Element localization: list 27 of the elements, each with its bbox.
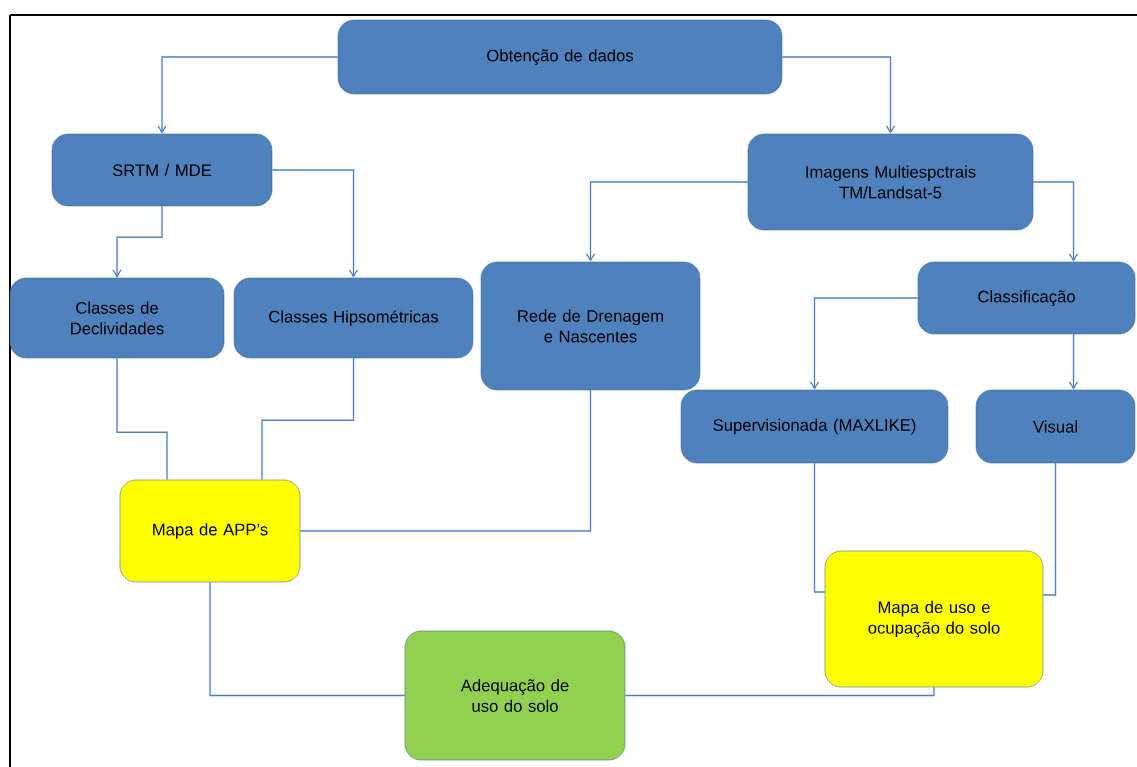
map-box: Mapa de APP’s — [119, 479, 301, 583]
connector — [1042, 462, 1057, 596]
connector — [1068, 333, 1079, 390]
connector — [261, 357, 355, 481]
connector — [585, 181, 749, 262]
connector — [624, 686, 935, 697]
connector — [299, 389, 592, 532]
process-box: Imagens Multiespctrais TM/Landsat-5 — [747, 133, 1034, 231]
process-box: Visual — [975, 389, 1136, 464]
process-box: Obtenção de dados — [337, 19, 783, 95]
process-box: Rede de Drenagem e Nascentes — [480, 261, 701, 391]
process-box: Classes Hipsométricas — [233, 277, 474, 359]
result-box: Adequação de uso do solo — [404, 630, 626, 761]
connector — [813, 462, 826, 593]
connector — [1032, 181, 1079, 262]
connector — [271, 169, 359, 278]
process-box: Supervisionada (MAXLIKE) — [680, 389, 949, 464]
connector — [809, 297, 919, 390]
map-box: Mapa de uso e ocupação do solo — [824, 550, 1044, 688]
process-box: Classificação — [917, 261, 1136, 335]
connector — [209, 581, 406, 697]
process-box: Classes de Declividades — [9, 277, 225, 359]
connector — [157, 56, 339, 134]
connector — [116, 357, 168, 481]
connector — [781, 56, 896, 134]
connector — [112, 205, 163, 278]
process-box: SRTM / MDE — [51, 133, 273, 207]
